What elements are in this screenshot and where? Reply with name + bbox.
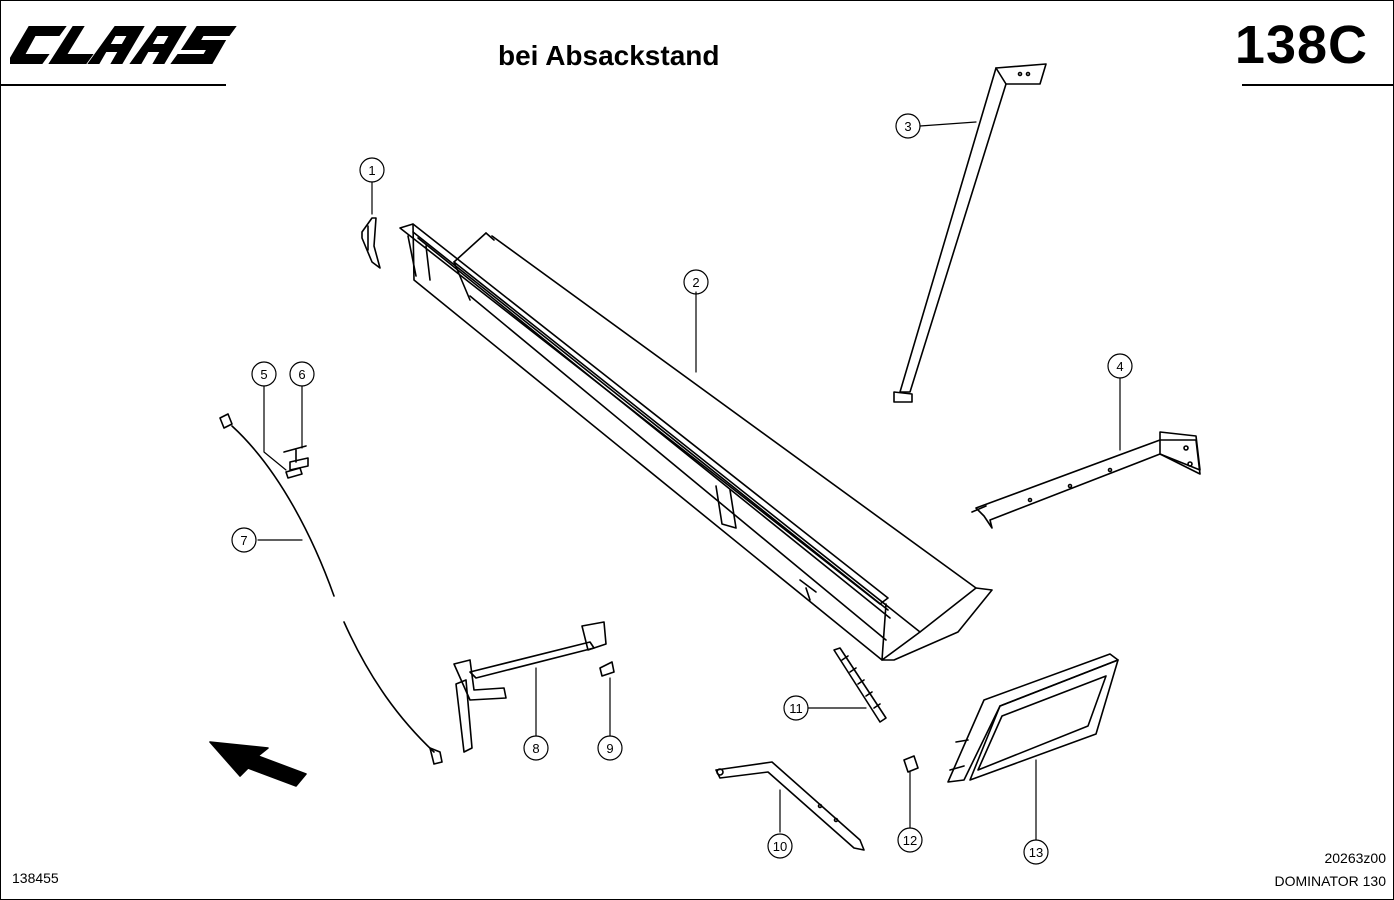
page-code: 138C — [1234, 15, 1368, 75]
part-bracket-1 — [361, 217, 381, 269]
part-linkage-8 — [453, 621, 607, 753]
callout-8: 8 — [532, 741, 539, 756]
callout-7: 7 — [240, 533, 247, 548]
callout-12: 12 — [903, 833, 917, 848]
footer-model: DOMINATOR 130 — [1274, 873, 1386, 889]
callout-11: 11 — [789, 701, 803, 716]
callout-2: 2 — [692, 275, 699, 290]
callout-13: 13 — [1029, 845, 1043, 860]
header-rule-left — [0, 84, 226, 86]
leader-lines — [257, 121, 1121, 841]
callout-6: 6 — [298, 367, 305, 382]
direction-arrow — [209, 741, 307, 787]
callout-10: 10 — [773, 839, 787, 854]
callout-3: 3 — [904, 119, 911, 134]
callout-9: 9 — [606, 741, 613, 756]
part-spring-11 — [833, 647, 887, 723]
part-plate-9 — [599, 661, 615, 677]
part-clip-12 — [903, 755, 919, 773]
part-pins-5-6 — [283, 445, 309, 479]
footer-left-code: 138455 — [12, 870, 59, 886]
part-handle-10 — [715, 761, 865, 851]
claas-logo — [10, 26, 237, 64]
part-cable-7 — [219, 413, 443, 765]
page-title: bei Absackstand — [498, 40, 720, 71]
part-frame-13 — [947, 653, 1119, 783]
part-chute — [399, 223, 993, 661]
callout-circles — [231, 113, 1133, 865]
footer-drawing-code: 20263z00 — [1324, 850, 1386, 866]
part-support-4 — [971, 431, 1201, 529]
callout-4: 4 — [1116, 359, 1123, 374]
callout-1: 1 — [368, 163, 375, 178]
part-strut-3 — [893, 63, 1047, 403]
callout-5: 5 — [260, 367, 267, 382]
header-rule-right — [1242, 84, 1394, 86]
